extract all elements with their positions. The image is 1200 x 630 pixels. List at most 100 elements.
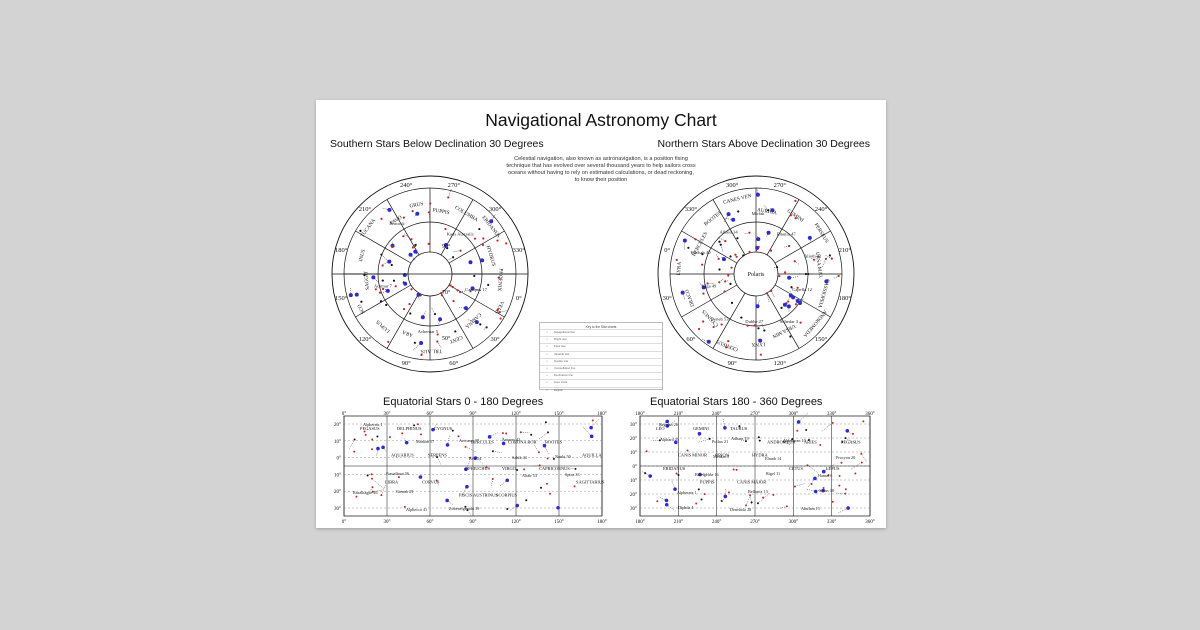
southern_chart-constellation-line	[498, 276, 504, 278]
southern_chart-hour-line	[355, 230, 412, 264]
equatorial_left-star	[546, 457, 549, 460]
equatorial_left-constellation-label: VIRGO	[502, 466, 516, 471]
equatorial_left-star	[515, 503, 520, 508]
northern_chart-star-name: Vega 49	[701, 284, 717, 289]
northern_chart-hour-line	[712, 199, 746, 256]
equatorial_right-x-tick-bottom: 330°	[827, 520, 837, 525]
northern_chart-constellation-line	[724, 217, 734, 221]
equatorial_right-star	[762, 496, 765, 499]
equatorial_right-star	[665, 419, 669, 424]
equatorial_left-star-name: Sabik 44	[512, 455, 528, 460]
northern_chart-constellation-line	[768, 207, 773, 211]
southern_chart-constellation-label: HYDRUS	[485, 245, 497, 267]
northern_chart-star	[757, 327, 760, 330]
legend-title: Key to the Star charts	[585, 325, 617, 329]
southern_chart-degree-label: 60°	[449, 360, 459, 367]
equatorial_left-star	[501, 441, 506, 446]
southern_chart-degree-label: 300°	[489, 206, 502, 213]
southern_chart-constellation-line	[450, 283, 454, 288]
southern_chart-star	[427, 211, 431, 214]
northern_chart-constellation-line	[783, 245, 790, 248]
equatorial_left-constellation-label: LIBRA	[385, 479, 399, 484]
equatorial_left-star-name: Markab 57	[416, 439, 434, 444]
equatorial_left-constellation-label: BOOTES	[545, 439, 563, 444]
equatorial_left-constellation-line	[436, 457, 442, 465]
southern_chart-degree-label: 210°	[359, 206, 372, 213]
southern_chart-degree-label: 30°	[490, 336, 500, 343]
equatorial_right-y-tick: 10°	[630, 451, 637, 456]
equatorial_left-constellation-label: PISCIS AUSTRINUS	[459, 493, 498, 498]
equatorial_left-star	[573, 485, 576, 488]
southern_chart-star	[499, 317, 502, 320]
southern_chart-star	[443, 243, 448, 248]
southern_chart-constellation-label: PUPPIS	[432, 207, 450, 216]
equatorial_right-x-tick: 300°	[789, 412, 799, 417]
northern_chart-star	[701, 263, 704, 266]
northern_chart-star-name: Alkaid 34	[719, 229, 738, 234]
equatorial_left-star	[556, 505, 560, 510]
northern_chart-constellation-label: LYNX	[751, 341, 765, 347]
equatorial_left-constellation-line	[492, 451, 502, 453]
equatorial_left-x-tick: 30°	[384, 412, 391, 417]
equatorial_right-star-name: Alpheratz 1	[677, 490, 697, 495]
legend-row: •Hour circle	[540, 379, 662, 386]
equatorial_left-x-tick: 180°	[597, 412, 607, 417]
equatorial_right-constellation-label: ERIDANUS	[663, 466, 686, 471]
southern_chart-constellation-line	[413, 244, 416, 246]
equatorial_left-constellation-line	[499, 480, 508, 487]
equatorial_right-constellation-line	[861, 453, 867, 463]
equatorial_left-star	[401, 432, 404, 435]
equatorial_right-y-tick: 0°	[633, 465, 638, 470]
equatorial_left-star	[549, 492, 552, 495]
equatorial_right-star	[813, 489, 818, 494]
equatorial_left-y-tick: 0°	[337, 457, 342, 462]
equatorial_left-constellation-line	[544, 445, 549, 455]
equatorial_left-constellation-line	[372, 489, 384, 492]
northern_chart-constellation-line	[756, 247, 758, 252]
northern_chart-constellation-line	[682, 292, 686, 300]
equatorial_left-x-tick: 150°	[554, 412, 564, 417]
equatorial_right-star	[644, 472, 647, 475]
southern_chart-degree-label: 180°	[335, 247, 348, 254]
southern_chart-constellation-line	[472, 275, 475, 278]
equatorial_left-star	[485, 466, 488, 469]
southern_chart-star	[440, 291, 443, 295]
northern_chart-star	[675, 258, 678, 261]
equatorial-left-heading: Equatorial Stars 0 - 180 Degrees	[383, 396, 544, 408]
southern_chart-hour-line	[386, 292, 420, 349]
equatorial_left-star	[466, 509, 469, 512]
southern_chart-star	[480, 258, 485, 263]
equatorial_left-star	[376, 435, 379, 438]
southern_chart-star	[444, 227, 447, 231]
equatorial_right-constellation-line	[798, 412, 809, 423]
legend-symbol-icon: •	[546, 373, 548, 378]
southern_chart-star	[387, 259, 392, 264]
southern_chart-constellation-line	[459, 290, 466, 293]
northern_chart-star	[765, 292, 769, 295]
southern_chart-constellation-line	[453, 287, 458, 291]
equatorial_left-constellation-label: HERCULES	[471, 439, 494, 444]
equatorial_left-star	[380, 494, 383, 497]
southern_chart-constellation-line	[484, 327, 487, 330]
northern_chart-star-name: Deneb 53	[711, 316, 729, 321]
northern_chart-star-name: Eltanin 47	[777, 231, 797, 236]
equatorial_right-star-name: Diphda 4	[678, 505, 694, 510]
northern_chart-star	[742, 254, 745, 257]
northern_chart-constellation-label: CANES VEN	[723, 193, 753, 206]
southern_chart-degree-label: 270°	[448, 182, 461, 189]
northern_chart-constellation-line	[810, 257, 815, 261]
southern_chart-star	[414, 243, 417, 247]
northern-star-chart: 270°240°210°180°150°120°90°60°30°0°330°3…	[657, 175, 855, 373]
equatorial_right-constellation-line	[745, 496, 751, 506]
southern_chart-star	[392, 279, 396, 282]
southern_chart-star	[381, 264, 384, 267]
equatorial_left-constellation-label: AQUILLA	[582, 453, 602, 458]
equatorial_left-star	[545, 482, 548, 485]
equatorial_right-star	[851, 432, 854, 435]
northern_chart-degree-label: 180°	[839, 295, 852, 302]
equatorial_right-star-name: Alphard 25	[660, 437, 679, 442]
southern_chart-star-name: Canopus 17	[465, 287, 488, 292]
northern_chart-star	[759, 353, 762, 356]
northern_chart-constellation-label: DRACO	[684, 288, 696, 307]
equatorial_right-star	[735, 468, 738, 471]
